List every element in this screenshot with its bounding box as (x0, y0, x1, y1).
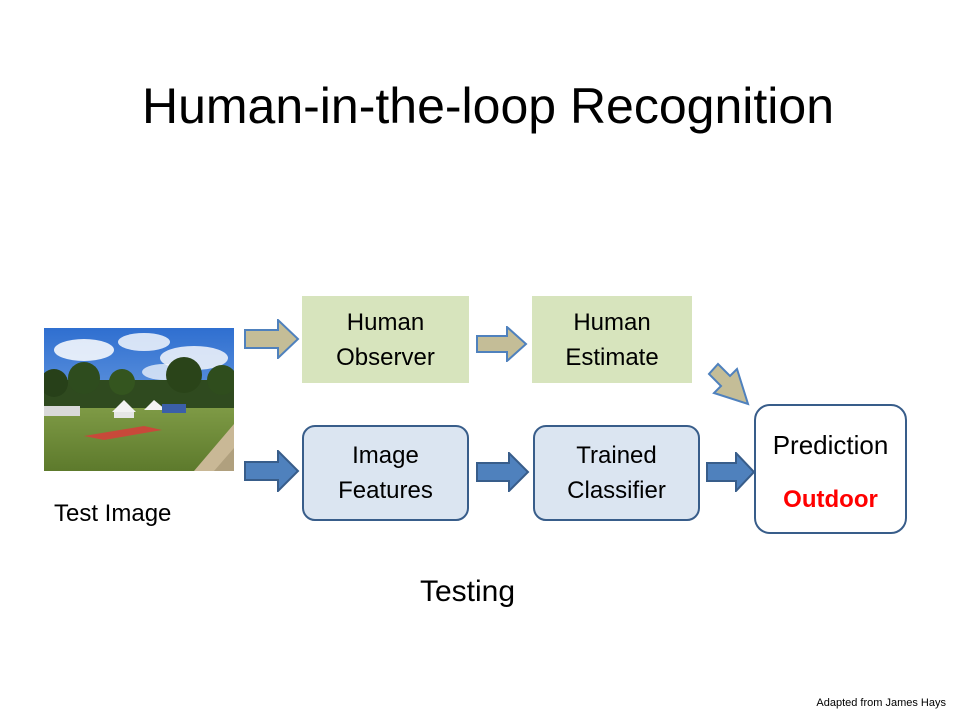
prediction-box: Prediction Outdoor (754, 404, 907, 534)
slide-title: Human-in-the-loop Recognition (141, 78, 835, 134)
human-observer-box: Human Observer (302, 296, 469, 383)
phase-label: Testing (420, 575, 516, 608)
human-estimate-line-2: Estimate (565, 343, 659, 371)
human-estimate-box: Human Estimate (532, 296, 692, 383)
image-features-line-1: Image (352, 442, 419, 469)
trained-classifier-line-2: Classifier (567, 477, 666, 504)
image-features-box: Image Features (302, 425, 469, 521)
machine-arrow-icon (706, 452, 756, 492)
human-arrow-icon (476, 326, 528, 362)
credit-text: Adapted from James Hays (816, 697, 946, 709)
human-observer-line-2: Observer (336, 343, 435, 371)
human-observer-line-1: Human (346, 308, 425, 336)
human-arrow-icon (707, 362, 750, 406)
test-image-caption: Test Image (54, 500, 172, 527)
human-arrow-icon (244, 319, 300, 359)
machine-arrow-icon (476, 452, 530, 492)
prediction-label: Prediction (772, 430, 889, 460)
human-estimate-line-1: Human (573, 308, 651, 336)
image-features-line-2: Features (338, 477, 433, 504)
machine-arrow-icon (244, 450, 300, 492)
trained-classifier-line-1: Trained (576, 442, 657, 469)
test-image (44, 328, 234, 471)
prediction-value: Outdoor (783, 486, 878, 513)
trained-classifier-box: Trained Classifier (533, 425, 700, 521)
